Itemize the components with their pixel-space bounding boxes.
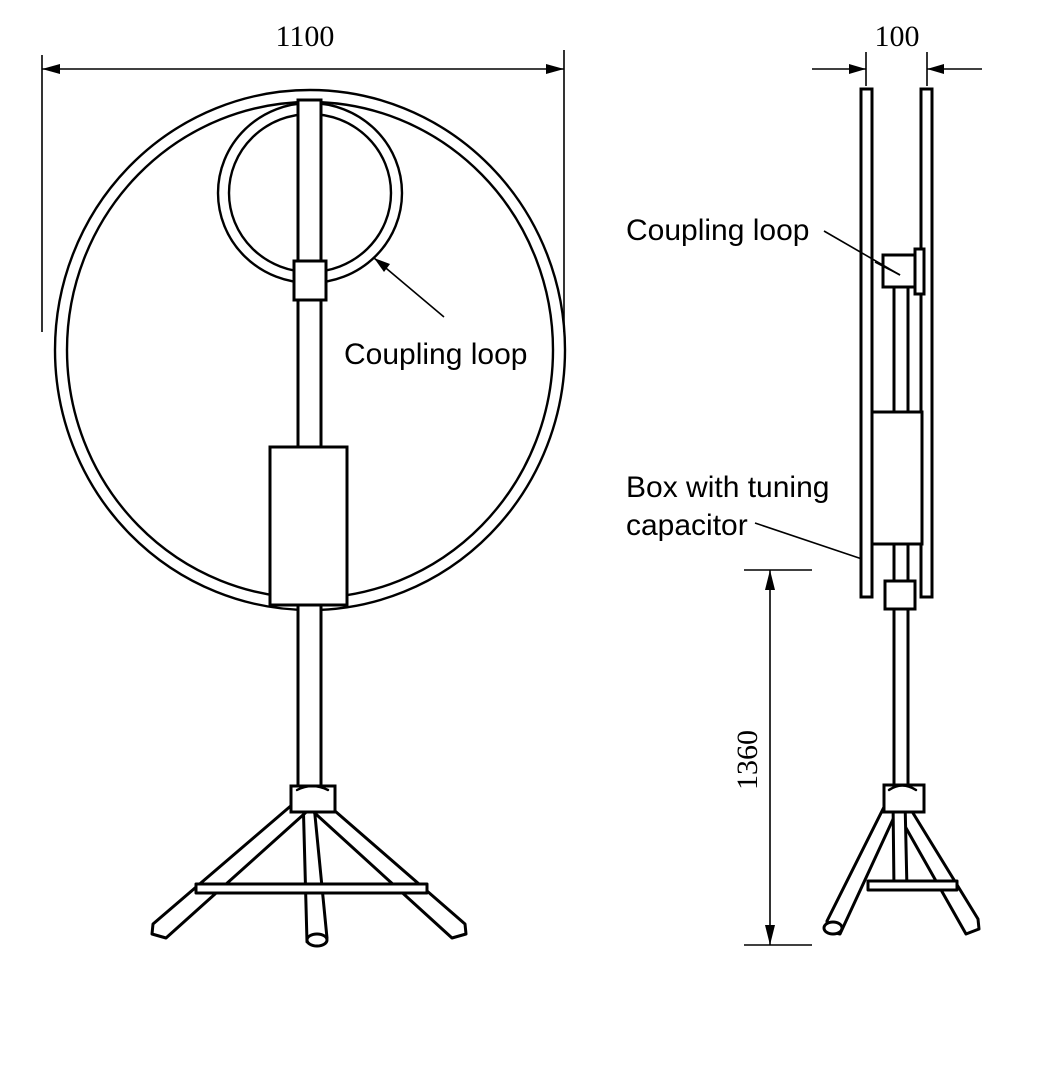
tuning-capacitor-box-side	[870, 410, 924, 546]
arrow-left-icon	[42, 64, 60, 74]
arrow-right-icon	[546, 64, 564, 74]
dimension-1360-text: 1360	[731, 730, 764, 790]
annotation-coupling-loop-side: Coupling loop	[626, 214, 901, 276]
dimension-1100: 1100	[41, 20, 565, 332]
arrow-left-inner-icon	[927, 64, 944, 74]
annotation-tuning-capacitor-line1: Box with tuning	[626, 471, 829, 504]
dimension-1360: 1360	[731, 569, 812, 946]
front-view-group	[53, 88, 567, 948]
annotation-coupling-loop-front: Coupling loop	[344, 257, 527, 371]
arrow-down-icon	[765, 925, 775, 945]
mast-lower-side	[883, 542, 917, 796]
tripod-assembly-front	[150, 784, 468, 948]
leader-arrow-icon	[374, 258, 390, 272]
arrow-right-inner-icon	[849, 64, 866, 74]
tuning-capacitor-box	[268, 445, 349, 607]
dimension-100: 100	[812, 20, 982, 86]
loop-edge-bars	[859, 87, 934, 599]
annotation-coupling-loop-front-text: Coupling loop	[344, 338, 527, 371]
coupling-loop-feed-box	[292, 259, 328, 302]
arrow-up-icon	[765, 570, 775, 590]
dimension-1100-text: 1100	[276, 20, 335, 53]
side-view-group	[822, 87, 981, 936]
annotation-coupling-loop-side-text: Coupling loop	[626, 214, 809, 247]
dimension-100-text: 100	[875, 20, 920, 53]
annotation-tuning-capacitor-line2: capacitor	[626, 509, 748, 542]
annotation-tuning-capacitor: Box with tuning capacitor	[626, 471, 863, 560]
tripod-assembly-side	[822, 783, 981, 936]
mast-upper-side	[892, 285, 910, 414]
